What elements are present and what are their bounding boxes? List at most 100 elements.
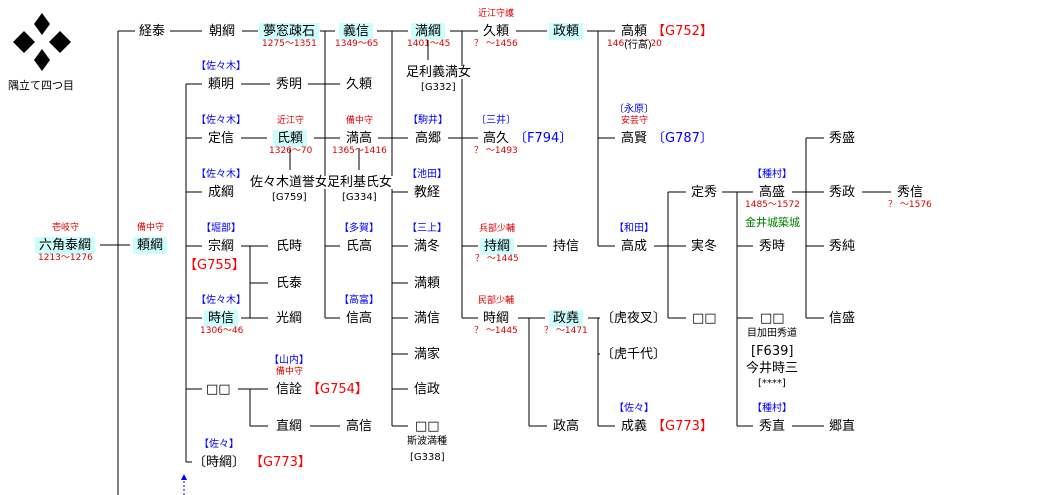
- person-p58-name: 高信: [345, 419, 374, 434]
- person-p05-years: 1275〜1351: [262, 39, 317, 49]
- person-p45-name: 満信: [413, 311, 442, 326]
- person-p18-name: 満高: [345, 131, 374, 146]
- person-p24-name: 成綱: [207, 185, 236, 200]
- person-p19-name: 足利基氏女: [326, 175, 394, 190]
- person-p59-name: □□: [414, 419, 441, 434]
- person-p28-name: 秀政: [828, 185, 857, 200]
- person-p07-name: 満綱: [411, 23, 446, 40]
- reference-arrow-icon: [181, 474, 187, 480]
- person-p42-name: 時信: [204, 310, 239, 327]
- person-p44-clan: 【高富】: [339, 295, 379, 306]
- person-p26-name: 定秀: [690, 185, 719, 200]
- person-p20-name: 高郷: [414, 131, 443, 146]
- person-p17-note: [G759]: [272, 192, 307, 203]
- person-p61-name: 成義: [620, 419, 649, 434]
- person-p14-name: 久頼: [345, 77, 374, 92]
- person-p12-clan: 【佐々木】: [196, 61, 246, 72]
- person-p50-name: □□: [759, 311, 786, 326]
- person-p27-years: 1485〜1572: [745, 200, 800, 210]
- person-p36-name: 高成: [620, 239, 649, 254]
- person-p57-name: 直綱: [275, 419, 304, 434]
- person-p55-name: 信詮: [275, 382, 304, 397]
- person-p64-name: 〔時綱〕: [192, 455, 247, 470]
- person-p27-castle: 金井城築城: [745, 216, 800, 229]
- person-p64-ref: 【G773】: [250, 455, 311, 470]
- person-p18-years: 1365〜1416: [332, 146, 387, 156]
- person-p04-name: 朝綱: [208, 24, 237, 39]
- person-p36-clan: 【和田】: [614, 223, 654, 234]
- person-p62-name: 秀直: [758, 419, 787, 434]
- person-p32-name: 氏高: [345, 239, 374, 254]
- person-p42-years: 1306〜46: [200, 326, 244, 336]
- person-p55-clan: 【山内】: [269, 355, 309, 366]
- person-p20-clan: 【駒井】: [408, 115, 448, 126]
- person-p46-years: ？ 〜1445: [474, 326, 518, 336]
- person-p01-name: 六角泰綱: [35, 237, 96, 254]
- person-p33-clan: 【三上】: [407, 223, 447, 234]
- person-p38-name: 秀時: [758, 239, 787, 254]
- person-p46-title: 民部少輔: [478, 296, 515, 306]
- person-p21-years: ？ 〜1493: [474, 146, 518, 156]
- person-p48-name: 〔虎夜叉〕: [600, 311, 668, 326]
- person-p21-ref: 〔F794〕: [514, 131, 573, 146]
- person-p66-name: 今井時三: [745, 361, 800, 376]
- person-p09-years: ？ 〜1456: [474, 39, 518, 49]
- person-p29-name: 秀信: [896, 185, 925, 200]
- person-p39-name: 秀純: [828, 239, 857, 254]
- person-p52-name: 〔虎千代〕: [600, 347, 668, 362]
- person-p09-title: 近江守護: [478, 9, 515, 19]
- person-p27-clan: 【種村】: [752, 169, 792, 180]
- person-p66-note: [****]: [758, 378, 786, 389]
- person-p50-note: 目加田秀道: [747, 328, 797, 339]
- person-p12-name: 頼明: [207, 77, 236, 92]
- person-p06-name: 義信: [339, 23, 374, 40]
- crest-caption: 隅立て四つ目: [8, 79, 74, 92]
- person-p43-name: 光綱: [275, 311, 304, 326]
- person-p30-clan: 【堀部】: [201, 223, 241, 234]
- person-p31-name: 氏時: [275, 239, 304, 254]
- person-p63-name: 郷直: [828, 419, 857, 434]
- person-p08-name: 足利義満女: [405, 65, 473, 80]
- person-p35-name: 持信: [552, 239, 581, 254]
- person-p21-name: 高久: [482, 131, 511, 146]
- person-p18-title: 備中守: [346, 116, 374, 126]
- person-p40-name: 氏泰: [275, 276, 304, 291]
- person-p53-name: 満家: [413, 347, 442, 362]
- person-p22-ref: 〔G787〕: [652, 131, 713, 146]
- person-p54-name: □□: [205, 382, 232, 397]
- person-p56-name: 信政: [413, 382, 442, 397]
- person-p42-clan: 【佐々木】: [196, 295, 246, 306]
- person-p47-years: ？ 〜1471: [544, 326, 588, 336]
- person-p62-clan: 【種村】: [752, 403, 792, 414]
- person-p47-name: 政堯: [549, 310, 584, 327]
- person-p21-clan: 〔三井〕: [476, 115, 516, 126]
- person-p11-name: 高頼: [620, 24, 649, 39]
- person-p06-years: 1349〜65: [335, 39, 379, 49]
- person-p16-years: 1326〜70: [269, 146, 313, 156]
- person-p25-clan: 【池田】: [407, 169, 447, 180]
- person-p55-ref: 【G754】: [307, 382, 368, 397]
- person-p30-ref: 【G755】: [184, 258, 245, 273]
- person-p13-name: 秀明: [275, 77, 304, 92]
- person-p55-title: 備中守: [276, 367, 304, 377]
- person-p49-name: □□: [691, 311, 718, 326]
- person-p16-name: 氏頼: [273, 130, 308, 147]
- person-p25-name: 教経: [413, 185, 442, 200]
- person-p02-name: 頼綱: [133, 237, 168, 254]
- person-p41-name: 満頼: [413, 276, 442, 291]
- person-p15-clan: 【佐々木】: [196, 115, 246, 126]
- person-p02-title: 備中守: [137, 223, 165, 233]
- person-p29-years: ？ 〜1576: [888, 200, 932, 210]
- person-p44-name: 信高: [345, 311, 374, 326]
- person-p61-clan: 【佐々】: [614, 403, 654, 414]
- person-p01-title: 壱岐守: [52, 223, 80, 233]
- person-p27-name: 高盛: [758, 185, 787, 200]
- person-p51-name: 信盛: [828, 311, 857, 326]
- person-p65-name: [F639]: [750, 344, 795, 359]
- person-p37-name: 実冬: [690, 239, 719, 254]
- person-p34-years: ？ 〜1445: [475, 254, 519, 264]
- person-p10-name: 政頼: [549, 23, 584, 40]
- person-p23-name: 秀盛: [828, 131, 857, 146]
